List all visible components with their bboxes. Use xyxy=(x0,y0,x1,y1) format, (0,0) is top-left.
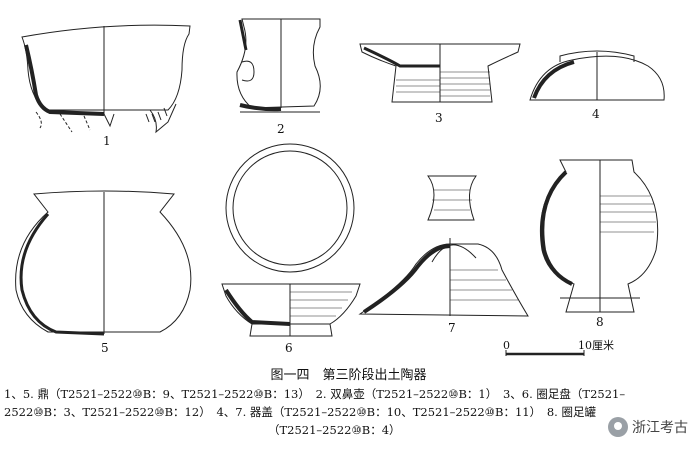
scale-zero: 0 xyxy=(503,339,510,352)
vessel-1-drawing xyxy=(21,24,191,134)
vessel-4-drawing xyxy=(529,50,665,101)
vessel-label-7: 7 xyxy=(448,321,456,335)
watermark-text: 浙江考古 xyxy=(632,420,688,436)
scale-bar xyxy=(505,350,585,356)
vessel-7-drawing xyxy=(358,175,529,317)
scale-end: 10厘米 xyxy=(578,339,614,352)
vessel-label-1: 1 xyxy=(103,134,111,148)
vessel-label-3: 3 xyxy=(435,111,443,125)
vessel-5-drawing xyxy=(15,190,192,336)
vessel-label-2: 2 xyxy=(277,122,285,136)
vessel-8-drawing xyxy=(539,159,659,313)
vessel-6-drawing xyxy=(221,143,361,337)
figure-desc-line-2: 2522⑩B：3、T2521–2522⑩B：12） 4、7. 器盖（T2521–… xyxy=(4,405,596,419)
vessel-3-drawing xyxy=(359,43,521,103)
figure-desc-line-1: 1、5. 鼎（T2521–2522⑩B：9、T2521–2522⑩B：13） 2… xyxy=(4,387,626,401)
vessel-2-drawing xyxy=(236,18,321,113)
figure-desc-line-3: （T2521–2522⑩B：4） xyxy=(268,423,401,437)
figure-caption: 图一四 第三阶段出土陶器 xyxy=(270,368,427,383)
vessel-label-4: 4 xyxy=(592,107,600,121)
vessel-label-8: 8 xyxy=(596,315,604,329)
vessel-label-5: 5 xyxy=(101,341,109,355)
watermark: 浙江考古 xyxy=(605,414,691,440)
wechat-icon xyxy=(608,417,628,437)
vessel-label-6: 6 xyxy=(285,341,293,355)
